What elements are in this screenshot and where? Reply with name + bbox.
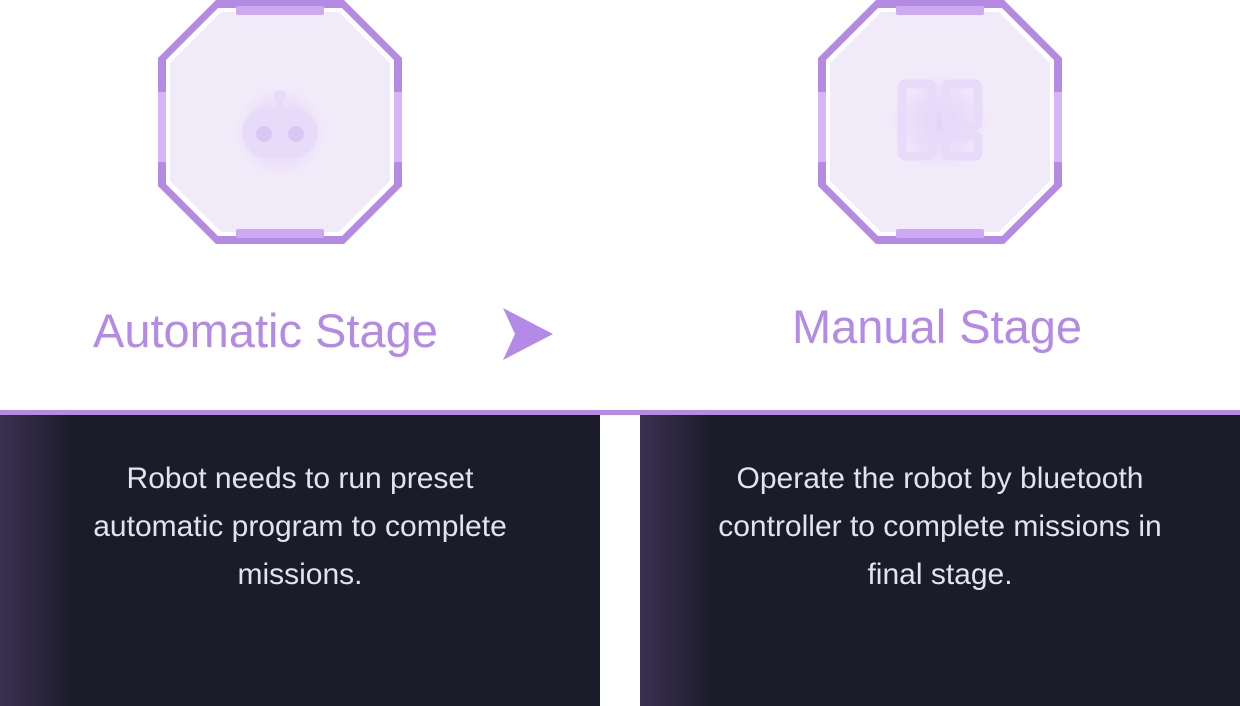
arrow-right-icon — [503, 308, 553, 360]
manual-stage-description-panel: Operate the robot by bluetooth controlle… — [640, 415, 1240, 706]
manual-stage-badge — [818, 0, 1062, 244]
controller-layout-icon — [897, 79, 983, 161]
automatic-stage-description-panel: Robot needs to run preset automatic prog… — [0, 415, 600, 706]
octagon-frame — [158, 0, 402, 244]
manual-stage-description: Operate the robot by bluetooth controlle… — [718, 462, 1162, 591]
robot-icon — [242, 90, 318, 158]
manual-stage-title: Manual Stage — [792, 300, 1083, 353]
automatic-stage-badge — [158, 0, 402, 244]
automatic-stage-title: Automatic Stage — [93, 304, 438, 357]
automatic-stage-description: Robot needs to run preset automatic prog… — [93, 462, 507, 591]
section-divider — [0, 410, 1240, 415]
octagon-frame — [818, 0, 1062, 244]
